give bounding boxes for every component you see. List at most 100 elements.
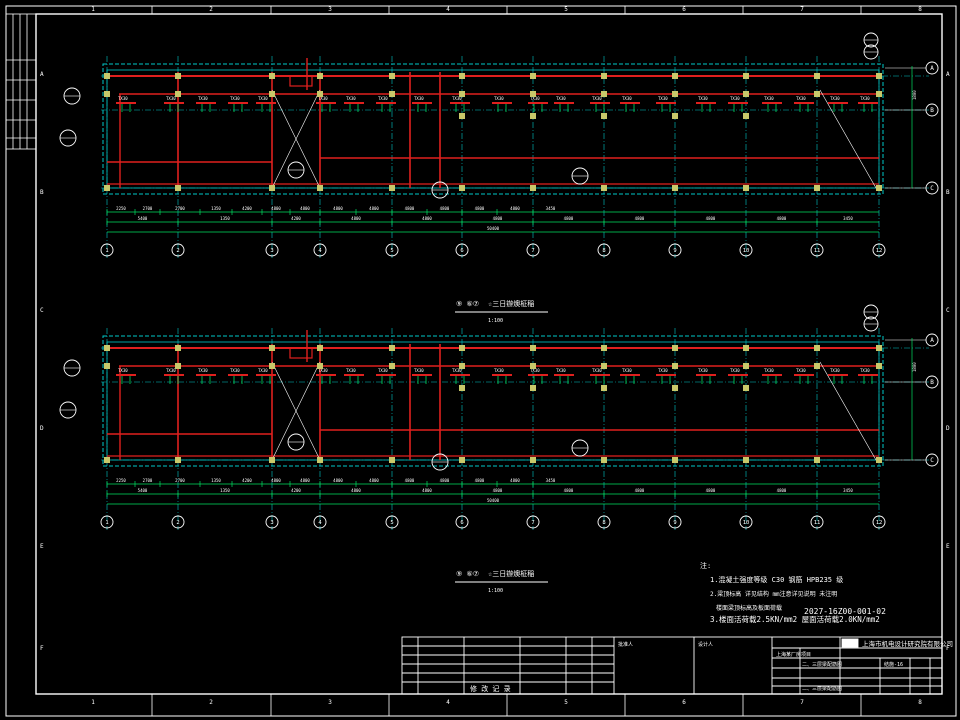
column — [269, 73, 275, 79]
beam-label: TX30 — [622, 96, 632, 101]
wall-inner-outline — [106, 341, 880, 461]
zone-row-label: E — [40, 543, 44, 550]
column — [814, 91, 820, 97]
beam-label: TX30 — [230, 96, 240, 101]
zone-col-label: 6 — [682, 6, 686, 13]
dimension-value: 1800 — [912, 90, 917, 100]
column — [743, 113, 749, 119]
axis-bubble-label: 2 — [176, 520, 179, 526]
zone-row-label: F — [946, 645, 950, 652]
zone-col-label: 1 — [91, 699, 95, 706]
beam-label: TX30 — [258, 368, 268, 373]
column — [601, 345, 607, 351]
beam-label: TX30 — [556, 96, 566, 101]
dimension-value: 4200 — [291, 216, 301, 221]
beam-label-mark — [316, 374, 336, 376]
column — [269, 185, 275, 191]
dimension-value: 4800 — [405, 478, 415, 483]
dimension-value: 4800 — [422, 216, 432, 221]
beam-label: TX30 — [530, 96, 540, 101]
beam-label: TX30 — [592, 368, 602, 373]
column — [672, 73, 678, 79]
zone-col-label: 3 — [328, 6, 332, 13]
column — [459, 185, 465, 191]
axis-bubble-label: 7 — [531, 520, 534, 526]
axis-bubble — [668, 243, 682, 257]
wall-outline — [102, 335, 884, 467]
column — [389, 185, 395, 191]
beam-label-mark — [164, 102, 184, 104]
column — [530, 457, 536, 463]
beam-label: TX30 — [860, 96, 870, 101]
dimension-value: 4200 — [242, 206, 252, 211]
column — [814, 73, 820, 79]
row-axis-label: C — [930, 457, 934, 464]
column — [175, 345, 181, 351]
beam-label: TX30 — [730, 368, 740, 373]
beam-label: TX30 — [494, 96, 504, 101]
axis-bubble — [810, 515, 824, 529]
axis-bubble — [385, 243, 399, 257]
column — [743, 345, 749, 351]
beam-label: TX30 — [230, 368, 240, 373]
axis-bubble — [526, 515, 540, 529]
dimension-value: 4800 — [271, 478, 281, 483]
dimension-value: 5400 — [138, 488, 148, 493]
dimension-value: 4800 — [777, 216, 787, 221]
beam-label-mark — [554, 102, 574, 104]
dimension-value: 4800 — [510, 206, 520, 211]
column — [530, 91, 536, 97]
beam-label: TX30 — [658, 96, 668, 101]
axis-bubble-label: 12 — [876, 248, 883, 254]
plan-title-number: ⑨ ⑥⑦ — [456, 570, 479, 578]
column — [814, 185, 820, 191]
axis-bubble-label: 9 — [673, 248, 676, 254]
column — [814, 363, 820, 369]
axis-bubble — [100, 243, 114, 257]
notes-line-3: 楼面梁顶标高及板面荷载 — [716, 604, 782, 612]
column — [104, 91, 110, 97]
institute-name: 上海市机电设计研究院有限公司 — [862, 639, 953, 648]
axis-bubble — [739, 243, 753, 257]
axis-bubble-label: 6 — [460, 520, 463, 526]
binding-strip — [5, 13, 37, 150]
column — [876, 345, 882, 351]
zone-col-label: 2 — [209, 6, 213, 13]
zone-col-label: 3 — [328, 699, 332, 706]
axis-bubble-label: 3 — [270, 520, 273, 526]
dimension-value: 4800 — [333, 478, 343, 483]
beam-label: TX30 — [830, 96, 840, 101]
axis-bubble-label: 6 — [460, 248, 463, 254]
column — [389, 73, 395, 79]
column — [175, 363, 181, 369]
beam-label: TX30 — [556, 368, 566, 373]
axis-bubble-label: 5 — [390, 248, 393, 254]
beam-label-mark — [858, 374, 878, 376]
beam-label-mark — [728, 102, 748, 104]
dimension-value: 3450 — [546, 206, 556, 211]
beam-label-mark — [728, 374, 748, 376]
axis-bubble-label: 10 — [743, 248, 750, 254]
beam-label: TX30 — [378, 368, 388, 373]
axis-bubble — [313, 515, 327, 529]
plan-scale: 1:100 — [488, 318, 503, 324]
column — [317, 363, 323, 369]
axis-bubble-label: 4 — [318, 520, 322, 526]
zone-col-label: 7 — [800, 699, 804, 706]
column — [743, 73, 749, 79]
column — [876, 73, 882, 79]
beam-label: TX30 — [318, 368, 328, 373]
column — [530, 185, 536, 191]
zone-row-label: F — [40, 645, 44, 652]
axis-bubble-label: 5 — [390, 520, 393, 526]
beam-label-mark — [450, 102, 470, 104]
dimension-value: 4800 — [300, 478, 310, 483]
column — [743, 91, 749, 97]
axis-bubble — [265, 243, 279, 257]
opening-diagonal — [271, 361, 321, 461]
column — [104, 345, 110, 351]
column — [743, 457, 749, 463]
beam-label: TX30 — [118, 368, 128, 373]
column — [104, 363, 110, 369]
